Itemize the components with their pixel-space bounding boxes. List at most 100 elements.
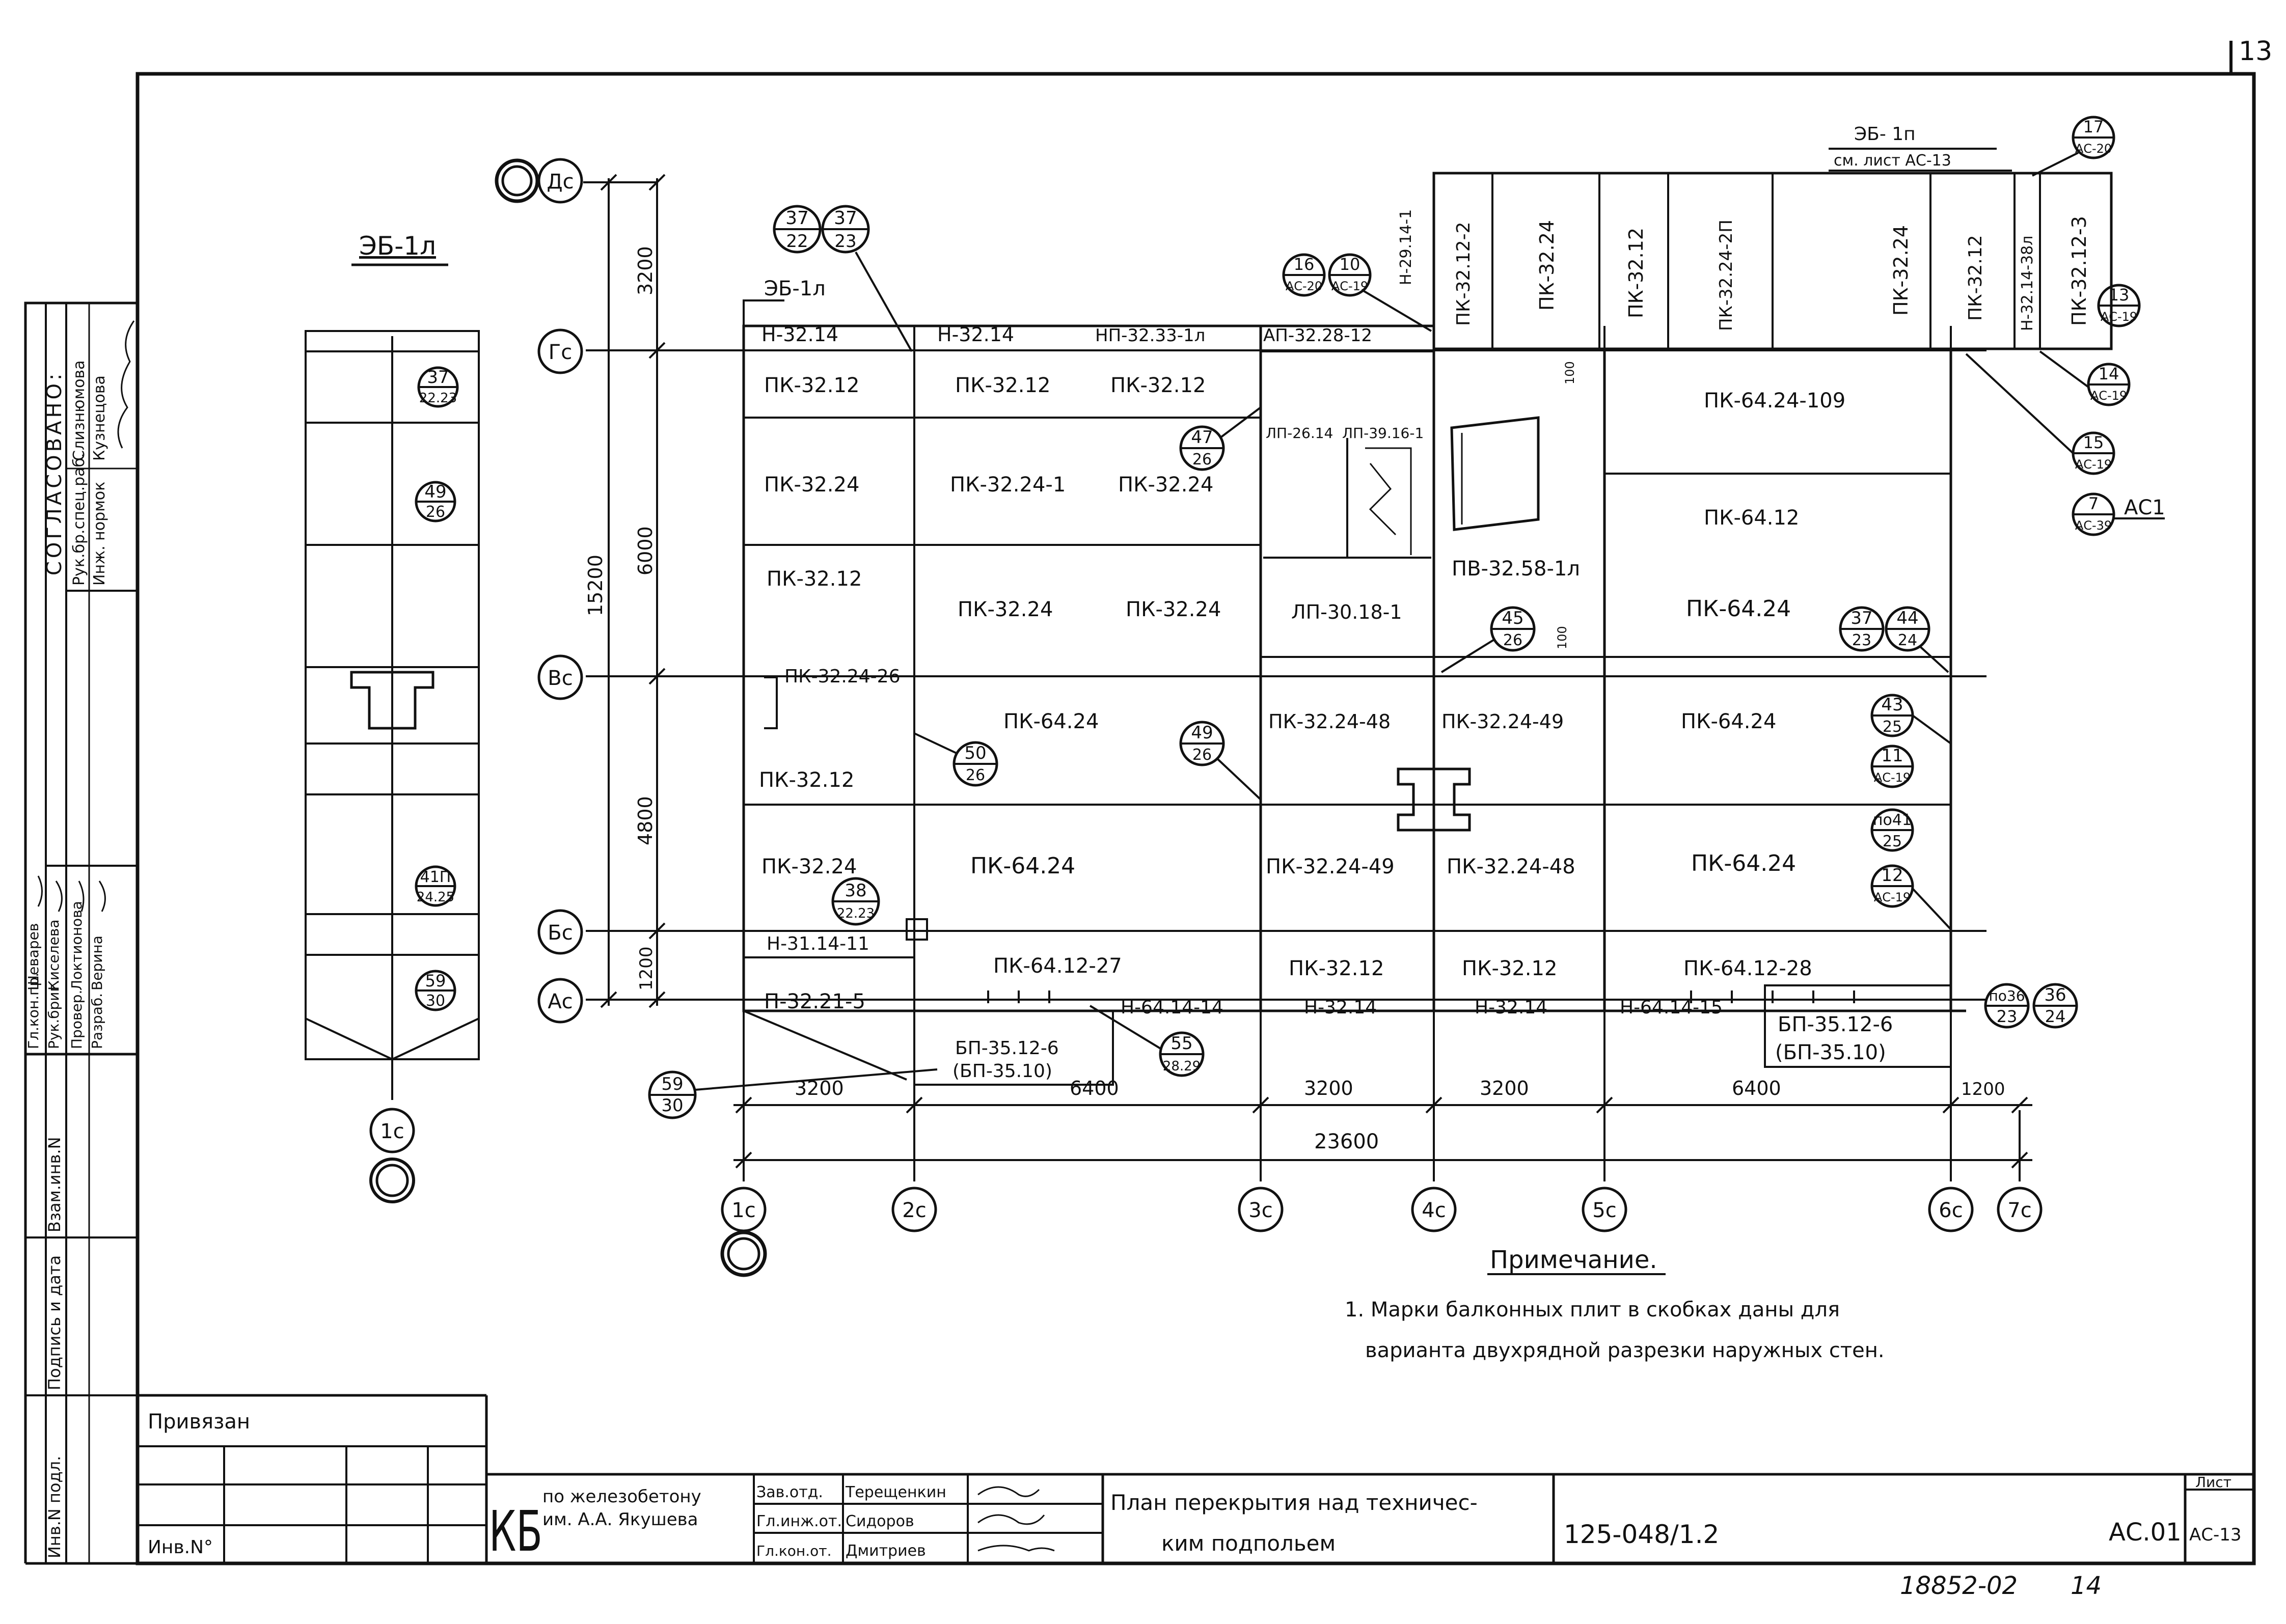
panel-label: ПК-64.12 xyxy=(1704,506,1799,530)
svg-text:13: 13 xyxy=(2109,285,2130,305)
panel-label: ПК-32.12 xyxy=(955,374,1050,397)
list-number: АС-13 xyxy=(2189,1525,2242,1545)
panel-label: ПК-64.24 xyxy=(1686,596,1791,622)
callout-bubble: 11 АС-19 xyxy=(1870,745,1914,788)
tb-signatures xyxy=(977,1486,1055,1552)
svg-text:22: 22 xyxy=(786,231,808,252)
svg-text:24.25: 24.25 xyxy=(417,890,454,905)
beam-detail-title: ЭБ-1л xyxy=(359,231,436,261)
svg-text:7: 7 xyxy=(2088,494,2099,513)
svg-text:26: 26 xyxy=(1192,451,1212,469)
svg-text:17: 17 xyxy=(2083,117,2104,136)
svg-text:37: 37 xyxy=(834,208,857,229)
field-signature-date: Подпись и дата xyxy=(45,1255,64,1390)
staff-name-2: Киселева xyxy=(45,920,62,990)
dim-h-1200: 1200 xyxy=(1961,1079,2005,1099)
sheet-title-line-1: План перекрытия над техничес- xyxy=(1110,1490,1478,1515)
panel-label: ПК-32.24 xyxy=(1118,473,1213,497)
svg-text:37: 37 xyxy=(1850,608,1872,628)
callout-bubble: 47 26 xyxy=(1179,406,1262,471)
vertical-dimensions: 3200 6000 4800 1200 15200 xyxy=(584,174,666,1008)
agreed-name-2: Кузнецова xyxy=(91,375,108,461)
org-mark: КБ xyxy=(489,1499,542,1564)
panel-label: ПК-32.24-48 xyxy=(1447,855,1575,878)
axis-marker-Вс: Вс xyxy=(537,654,583,700)
callout-bubble: 59 30 xyxy=(648,1068,938,1119)
beam-detail-reference-marker xyxy=(369,1158,415,1203)
svg-text:23: 23 xyxy=(1997,1007,2018,1026)
callout-bubble: 43 25 xyxy=(1870,694,1952,745)
panel-label: ПК-64.12-28 xyxy=(1683,957,1812,980)
tb-role-2: Гл.инж.от. xyxy=(756,1512,842,1530)
panel-label: ПК-32.24 xyxy=(764,473,859,497)
callout-bubble: 12 АС-19 xyxy=(1870,864,1952,930)
svg-text:47: 47 xyxy=(1191,427,1213,448)
archive-number: 18852-02 xyxy=(1900,1572,2018,1600)
svg-text:4с: 4с xyxy=(1422,1199,1446,1222)
axis-marker-1с: 1с xyxy=(721,1187,767,1232)
agreed-label: СОГЛАСОВАНО: xyxy=(43,370,66,575)
beam-detail-callout-2: 49 26 xyxy=(415,481,456,522)
axis-marker-5с: 5с xyxy=(1582,1187,1627,1232)
axis-marker-3с: 3с xyxy=(1238,1187,1284,1232)
tb-name-3: Дмитриев xyxy=(846,1542,926,1560)
tb-name-1: Терещенкин xyxy=(845,1483,946,1501)
svg-text:АС-19: АС-19 xyxy=(2090,389,2127,403)
svg-text:26: 26 xyxy=(966,766,985,784)
svg-text:16: 16 xyxy=(1294,255,1315,274)
svg-text:50: 50 xyxy=(964,743,986,763)
doc-number: 125-048/1.2 xyxy=(1564,1520,1719,1549)
panel-label: ПК-32.24 xyxy=(761,855,857,878)
callout-bubble: 38 22.23 xyxy=(831,877,928,941)
panel-label: ПК-64.24 xyxy=(970,853,1075,879)
svg-text:АС-19: АС-19 xyxy=(1874,890,1911,904)
svg-text:7с: 7с xyxy=(2007,1199,2031,1222)
panel-label: ПК-64.24 xyxy=(1681,710,1776,733)
svg-text:АС-20: АС-20 xyxy=(1286,279,1322,293)
note-line-1: 1. Марки балконных плит в скобках даны д… xyxy=(1345,1298,1840,1322)
panel-label: ПК-32.12 xyxy=(767,567,862,591)
privyazan-label: Привязан xyxy=(148,1410,250,1434)
svg-text:по36: по36 xyxy=(1989,987,2025,1004)
callout-bubble: 16 АС-20 xyxy=(1282,253,1326,297)
svg-text:3с: 3с xyxy=(1248,1199,1272,1222)
svg-text:2с: 2с xyxy=(902,1199,926,1222)
callout-bubble: 44 24 xyxy=(1885,606,1949,673)
tb-role-3: Гл.кон.от. xyxy=(756,1543,831,1559)
panel-label: ПК-32.24-1 xyxy=(950,473,1066,497)
dim-v-3200: 3200 xyxy=(634,246,657,295)
callout-bubble: по41 25 xyxy=(1870,808,1914,852)
beam-detail-callout-3: 41П 24.25 xyxy=(415,865,456,907)
field-original-inv: Инв.N подл. xyxy=(45,1456,64,1558)
beam-detail-callout-4: 59 30 xyxy=(415,970,456,1011)
callout-bubble: 17 АС-20 xyxy=(2032,116,2115,177)
svg-text:44: 44 xyxy=(1896,608,1918,628)
svg-text:30: 30 xyxy=(661,1095,683,1116)
svg-text:22.23: 22.23 xyxy=(419,391,457,406)
callout-bubble: 50 26 xyxy=(914,732,998,787)
dim-h-3200-c: 3200 xyxy=(1480,1077,1529,1099)
svg-text:1с: 1с xyxy=(731,1199,755,1222)
panel-label: ПК-32.12 xyxy=(1462,957,1557,980)
inv-label: Инв.N° xyxy=(148,1537,213,1558)
beam-detail-axis-marker xyxy=(369,1108,415,1153)
left-approval-strip: СОГЛАСОВАНО: Рук.бр.спец.раб. Инж. нормо… xyxy=(24,301,139,1565)
note-line-2: варианта двухрядной разрезки наружных ст… xyxy=(1365,1339,1885,1362)
dim-v-6000: 6000 xyxy=(634,526,657,575)
svg-text:49: 49 xyxy=(1191,723,1213,743)
panel-label: ПК-32.12-3 xyxy=(2068,216,2090,326)
svg-text:12: 12 xyxy=(1881,865,1903,886)
svg-text:37: 37 xyxy=(427,367,449,388)
panel-label: ПВ-32.58-1л xyxy=(1452,557,1580,581)
svg-text:23: 23 xyxy=(1852,631,1871,649)
beam-detail: ЭБ-1л 37 22.23 49 26 41П xyxy=(305,231,480,1203)
agreed-role-1: Рук.бр.спец.раб. xyxy=(70,453,88,586)
axis-marker-Бс: Бс xyxy=(537,909,583,955)
staff-name-4: Верина xyxy=(89,935,105,990)
callout-bubble: 10 АС-19 xyxy=(1328,253,1432,332)
panel-label: Н-29.14-1 xyxy=(1397,209,1415,285)
panel-label: Н-64.14-14 xyxy=(1121,997,1223,1018)
axis-marker-7с: 7с xyxy=(1997,1187,2043,1232)
panel-label: ПК-64.12-27 xyxy=(993,954,1122,978)
